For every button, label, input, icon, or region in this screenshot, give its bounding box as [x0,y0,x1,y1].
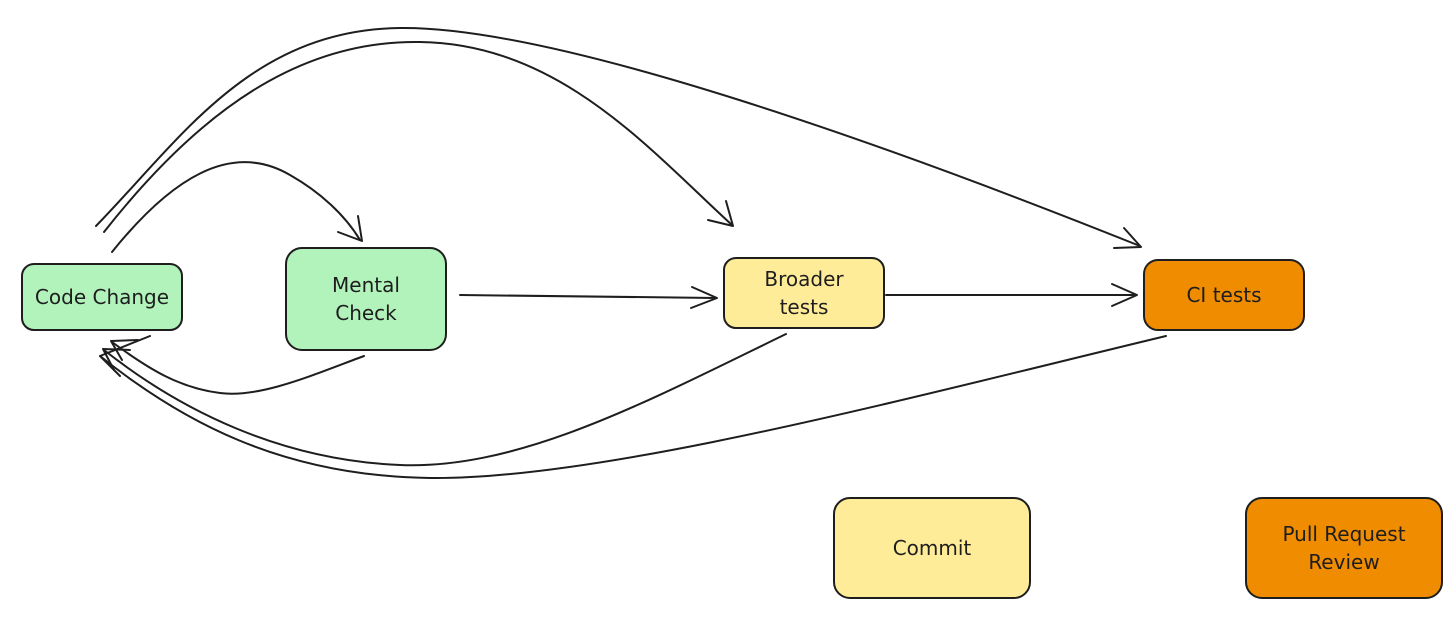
edge-broader-tests-to-ci-tests [885,283,1138,307]
node-label: Pull Request [1282,522,1405,546]
node-label: Mental [332,273,400,297]
node-label: Review [1308,550,1379,574]
edge-code-change-to-ci-tests [95,26,1142,249]
node-code-change[interactable]: Code Change [21,263,183,331]
arrowhead [690,286,718,309]
node-box [723,257,885,329]
node-broader-tests[interactable]: Broader tests [723,257,885,329]
edge-line [103,333,787,467]
arrowhead [1111,283,1138,307]
arrowhead [707,200,734,227]
edge-line [111,161,361,253]
edge-line [103,40,733,233]
node-label: Commit [893,536,972,560]
arrowhead [110,339,139,361]
node-label: Check [335,301,397,325]
edge-ci-tests-to-code-change [99,335,1167,480]
arrowhead [337,215,363,242]
node-label: Broader [764,267,844,291]
node-ci-tests[interactable]: CI tests [1143,259,1305,331]
node-box [1245,497,1443,599]
edge-mental-check-to-broader-tests [459,286,718,309]
node-box [833,497,1031,599]
node-label: CI tests [1186,283,1261,307]
node-box [21,263,183,331]
edge-line [459,294,717,299]
edge-mental-check-to-code-change [110,339,365,395]
node-box [285,247,447,351]
edge-broader-tests-to-code-change [102,333,787,467]
edge-code-change-to-mental-check [111,161,363,253]
node-label: tests [780,295,829,319]
node-commit[interactable]: Commit [833,497,1031,599]
edges-layer [95,26,1167,480]
edge-line [99,335,1167,480]
edge-code-change-to-broader-tests [103,40,734,233]
node-box [1143,259,1305,331]
node-label: Code Change [35,285,169,309]
edge-line [111,341,365,395]
arrowhead [1113,227,1142,249]
edge-line [95,26,1141,247]
arrowhead [99,335,151,377]
